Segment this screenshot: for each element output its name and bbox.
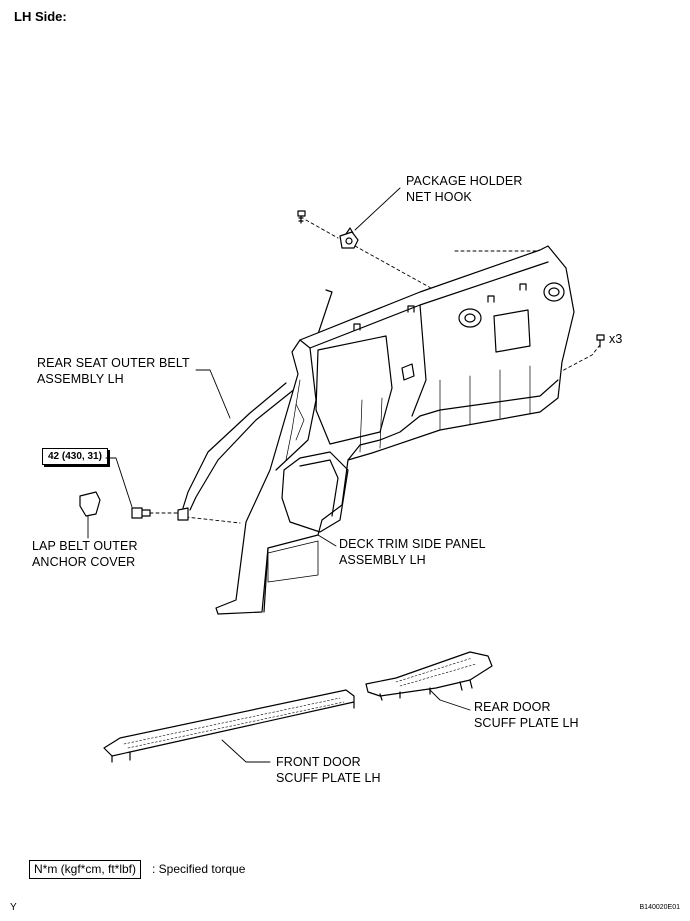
clip-icon — [596, 334, 605, 348]
label-line: LAP BELT OUTER — [32, 539, 138, 553]
label-line: REAR DOOR — [474, 700, 551, 714]
label-lap-belt-cover: LAP BELT OUTER ANCHOR COVER — [32, 538, 138, 570]
net-hook-icon — [339, 227, 359, 249]
label-line: ANCHOR COVER — [32, 555, 136, 569]
seat-belt-assembly — [177, 289, 333, 521]
lap-belt-cover-icon — [79, 491, 101, 517]
label-rear-seat-belt: REAR SEAT OUTER BELT ASSEMBLY LH — [37, 355, 190, 387]
bolt-icon — [131, 507, 151, 519]
label-line: NET HOOK — [406, 190, 472, 204]
label-line: FRONT DOOR — [276, 755, 361, 769]
label-line: DECK TRIM SIDE PANEL — [339, 537, 486, 551]
corner-mark: Y — [10, 902, 17, 913]
torque-unit-legend: N*m (kgf*cm, ft*lbf) — [29, 860, 142, 879]
torque-value-box: 42 (430, 31) — [42, 448, 108, 465]
label-rear-door-scuff: REAR DOOR SCUFF PLATE LH — [474, 699, 579, 731]
label-line: REAR SEAT OUTER BELT — [37, 356, 190, 370]
label-line: ASSEMBLY LH — [37, 372, 124, 386]
label-line: PACKAGE HOLDER — [406, 174, 523, 188]
screw-icon — [297, 210, 306, 224]
label-deck-trim-panel: DECK TRIM SIDE PANEL ASSEMBLY LH — [339, 536, 486, 568]
torque-legend-text: : Specified torque — [152, 862, 246, 876]
front-door-scuff-plate — [103, 689, 355, 763]
label-line: SCUFF PLATE LH — [276, 771, 381, 785]
rear-door-scuff-plate — [365, 651, 493, 701]
image-code: B140020E01 — [639, 904, 680, 911]
label-clip-quantity: x3 — [609, 332, 623, 346]
label-line: ASSEMBLY LH — [339, 553, 426, 567]
deck-trim-panel — [215, 245, 575, 615]
label-front-door-scuff: FRONT DOOR SCUFF PLATE LH — [276, 754, 381, 786]
page-title: LH Side: — [14, 9, 67, 24]
label-line: SCUFF PLATE LH — [474, 716, 579, 730]
label-package-holder: PACKAGE HOLDER NET HOOK — [406, 173, 522, 205]
